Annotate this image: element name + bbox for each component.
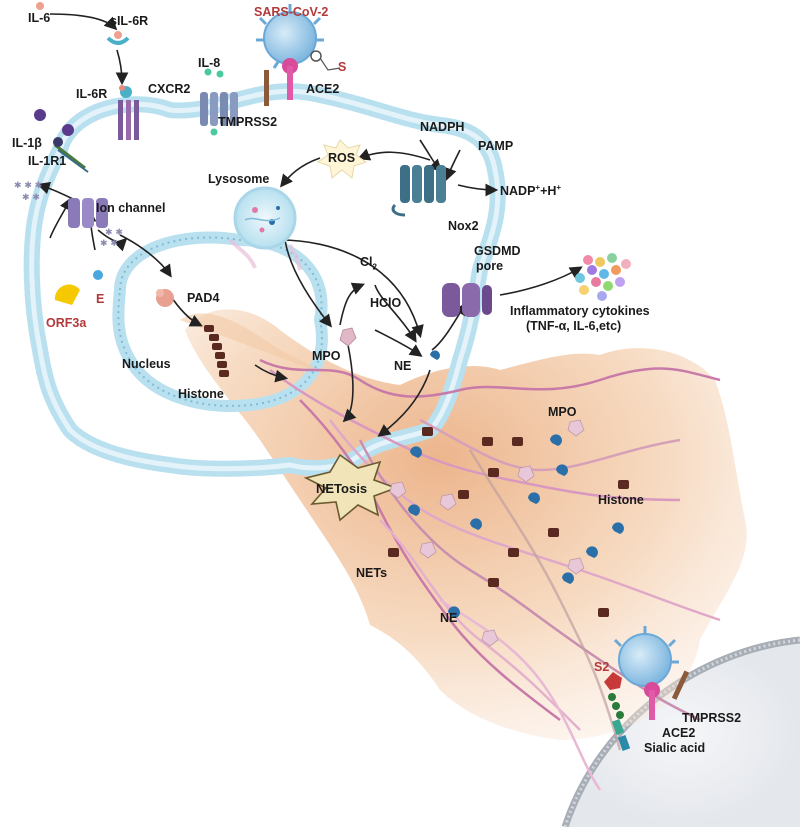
label-cxcr2: CXCR2	[148, 82, 191, 96]
label-sil6r: sIL-6R	[110, 14, 149, 28]
netosis-star	[303, 453, 399, 522]
sars-cov-2-bottom	[604, 626, 690, 751]
label-mpo-inner: MPO	[312, 349, 341, 363]
label-cl2: Cl2	[360, 255, 377, 272]
label-nadph: NADPH	[420, 120, 465, 134]
ion-particles: ✱ ✱ ✱ ✱ ✱ ✱ ✱ ✱ ✱	[14, 181, 123, 249]
label-s2: S2	[594, 660, 610, 674]
label-pore: pore	[476, 259, 504, 273]
il6-ligands	[36, 2, 130, 45]
label-tmprss2-bottom: TMPRSS2	[682, 711, 742, 725]
svg-text:✱ ✱: ✱ ✱	[105, 228, 123, 238]
label-e: E	[96, 292, 105, 306]
label-ace2-bottom: ACE2	[662, 726, 696, 740]
label-mpo-outer: MPO	[548, 405, 577, 419]
label-ros: ROS	[328, 151, 356, 165]
label-netosis: NETosis	[316, 481, 368, 496]
label-ion-channel: Ion channel	[96, 201, 166, 215]
label-nucleus: Nucleus	[122, 357, 171, 371]
label-sialic-acid: Sialic acid	[644, 741, 706, 755]
nox2	[391, 165, 446, 217]
gsdmd-pore	[442, 283, 492, 317]
label-nadp: NADP++H+	[500, 183, 562, 199]
label-histone-outer: Histone	[598, 493, 644, 507]
label-gsdmd: GSDMD	[474, 244, 521, 258]
label-ne-outer: NE	[440, 611, 458, 625]
label-lysosome: Lysosome	[208, 172, 270, 186]
label-pamp: PAMP	[478, 139, 514, 153]
neutrophil-membrane	[32, 91, 498, 469]
label-il1r1: IL-1R1	[28, 154, 67, 168]
label-inflammatory-examples: (TNF-α, IL-6,etc)	[526, 319, 622, 333]
ne-nets	[408, 434, 624, 618]
label-il6r: IL-6R	[76, 87, 108, 101]
il1r1-receptor	[53, 137, 89, 173]
lysosome	[228, 186, 302, 271]
histones-inner	[204, 325, 229, 377]
ion-channel	[68, 198, 108, 228]
svg-text:✱ ✱ ✱: ✱ ✱ ✱	[14, 181, 42, 191]
sars-cov-2-top	[256, 4, 341, 106]
il6r-receptor	[118, 85, 139, 140]
net-cloud	[185, 309, 747, 740]
label-sars-cov-2-top: SARS-CoV-2	[254, 5, 329, 19]
svg-text:✱ ✱: ✱ ✱	[100, 239, 118, 249]
label-orf3a: ORF3a	[46, 316, 87, 330]
pad4	[156, 289, 174, 307]
cytokine-cluster	[575, 253, 631, 301]
nucleus	[112, 231, 340, 412]
label-nets: NETs	[356, 566, 388, 580]
mpo-nets	[389, 419, 585, 647]
ros-star	[316, 139, 368, 179]
label-nox2: Nox2	[448, 219, 479, 233]
orf3a-e	[54, 270, 103, 305]
label-il8: IL-8	[198, 56, 221, 70]
label-histone-inner: Histone	[178, 387, 224, 401]
label-il6: IL-6	[28, 11, 51, 25]
label-hclo: HClO	[370, 296, 402, 310]
label-pad4: PAD4	[187, 291, 220, 305]
label-tmprss2-top: TMPRSS2	[218, 115, 278, 129]
ne-inner	[430, 350, 440, 360]
label-ne-inner: NE	[394, 359, 412, 373]
histones-nets	[388, 427, 629, 617]
label-s: S	[338, 60, 347, 74]
label-il1b: IL-1β	[12, 136, 42, 150]
cxcr2-receptor	[200, 92, 238, 126]
mpo-inner	[339, 327, 357, 347]
il1b-particles	[34, 109, 74, 136]
label-ace2-top: ACE2	[306, 82, 340, 96]
il8-ligands	[204, 68, 224, 136]
label-inflammatory-cytokines: Inflammatory cytokines	[510, 304, 650, 318]
svg-text:✱ ✱: ✱ ✱	[22, 193, 40, 203]
